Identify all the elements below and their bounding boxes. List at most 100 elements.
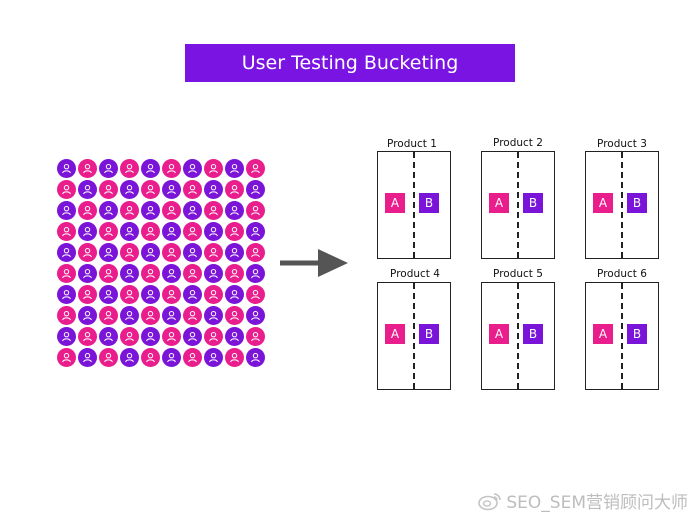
user-icon [83,268,92,279]
user-dot-a [57,222,76,241]
user-dot-a [141,180,160,199]
user-icon [83,331,92,342]
user-dot-b [141,243,160,262]
user-icon [104,247,113,258]
user-icon [104,310,113,321]
user-icon [62,310,71,321]
product-label-4: Product 4 [390,268,440,280]
variant-b-badge: B [627,324,647,344]
user-dot-a [204,285,223,304]
user-icon [230,226,239,237]
user-dot-a [204,243,223,262]
user-dot-b [120,180,139,199]
product-label-2: Product 2 [493,137,543,149]
user-dot-b [204,264,223,283]
variant-a-badge: A [593,193,613,213]
user-dot-a [162,327,181,346]
user-icon [167,331,176,342]
user-dot-a [162,285,181,304]
user-icon [209,310,218,321]
user-dot-a [204,201,223,220]
user-dot-a [246,327,265,346]
user-dot-b [57,243,76,262]
user-icon [167,247,176,258]
variant-b-badge: B [419,193,439,213]
variant-a-badge: A [489,324,509,344]
user-icon [125,331,134,342]
user-dot-b [57,327,76,346]
user-icon [62,289,71,300]
weibo-icon [478,492,502,510]
user-icon [251,184,260,195]
user-icon [125,310,134,321]
title-banner: User Testing Bucketing [185,44,515,82]
user-dot-b [204,348,223,367]
product-box-1: A B [377,151,451,259]
watermark-text: SEO_SEM营销顾问大师 [506,493,688,513]
user-icon [209,289,218,300]
user-icon [62,247,71,258]
user-dot-a [99,306,118,325]
user-icon [230,310,239,321]
user-icon [230,205,239,216]
user-icon [62,163,71,174]
user-dot-b [162,348,181,367]
user-dot-a [162,243,181,262]
user-dot-b [120,306,139,325]
user-dot-b [99,201,118,220]
user-icon [62,226,71,237]
user-dot-a [99,264,118,283]
user-icon [167,205,176,216]
user-dot-b [246,180,265,199]
user-icon [146,331,155,342]
variant-a-badge: A [385,193,405,213]
product-label-3: Product 3 [597,138,647,150]
user-dot-b [246,222,265,241]
user-icon [251,352,260,363]
user-dot-a [225,180,244,199]
user-dot-a [78,159,97,178]
user-icon [209,331,218,342]
user-icon [251,331,260,342]
user-icon [188,226,197,237]
user-icon [83,247,92,258]
user-dot-a [120,243,139,262]
user-dot-a [141,264,160,283]
user-dot-a [162,159,181,178]
user-dot-a [246,159,265,178]
user-dot-a [57,306,76,325]
user-icon [125,289,134,300]
user-dot-a [120,201,139,220]
user-dot-a [183,222,202,241]
user-dot-a [57,264,76,283]
product-box-6: A B [585,282,659,390]
user-icon [188,352,197,363]
product-box-5: A B [481,282,555,390]
user-dot-b [78,180,97,199]
user-icon [167,310,176,321]
user-icon [62,184,71,195]
user-icon [209,163,218,174]
user-dot-b [78,306,97,325]
user-dot-a [183,348,202,367]
user-dot-a [225,222,244,241]
user-icon [146,184,155,195]
user-dot-a [183,180,202,199]
diagram-title: User Testing Bucketing [241,52,459,74]
user-icon [167,289,176,300]
user-dot-b [141,201,160,220]
user-icon [188,247,197,258]
user-dot-b [246,264,265,283]
user-dot-b [246,348,265,367]
user-icon [146,352,155,363]
user-icon [209,205,218,216]
user-icon [251,310,260,321]
variant-b-badge: B [523,324,543,344]
user-dot-a [225,348,244,367]
product-label-5: Product 5 [493,268,543,280]
split-divider [517,283,519,389]
user-dot-a [78,285,97,304]
variant-a-badge: A [385,324,405,344]
user-dot-b [99,243,118,262]
